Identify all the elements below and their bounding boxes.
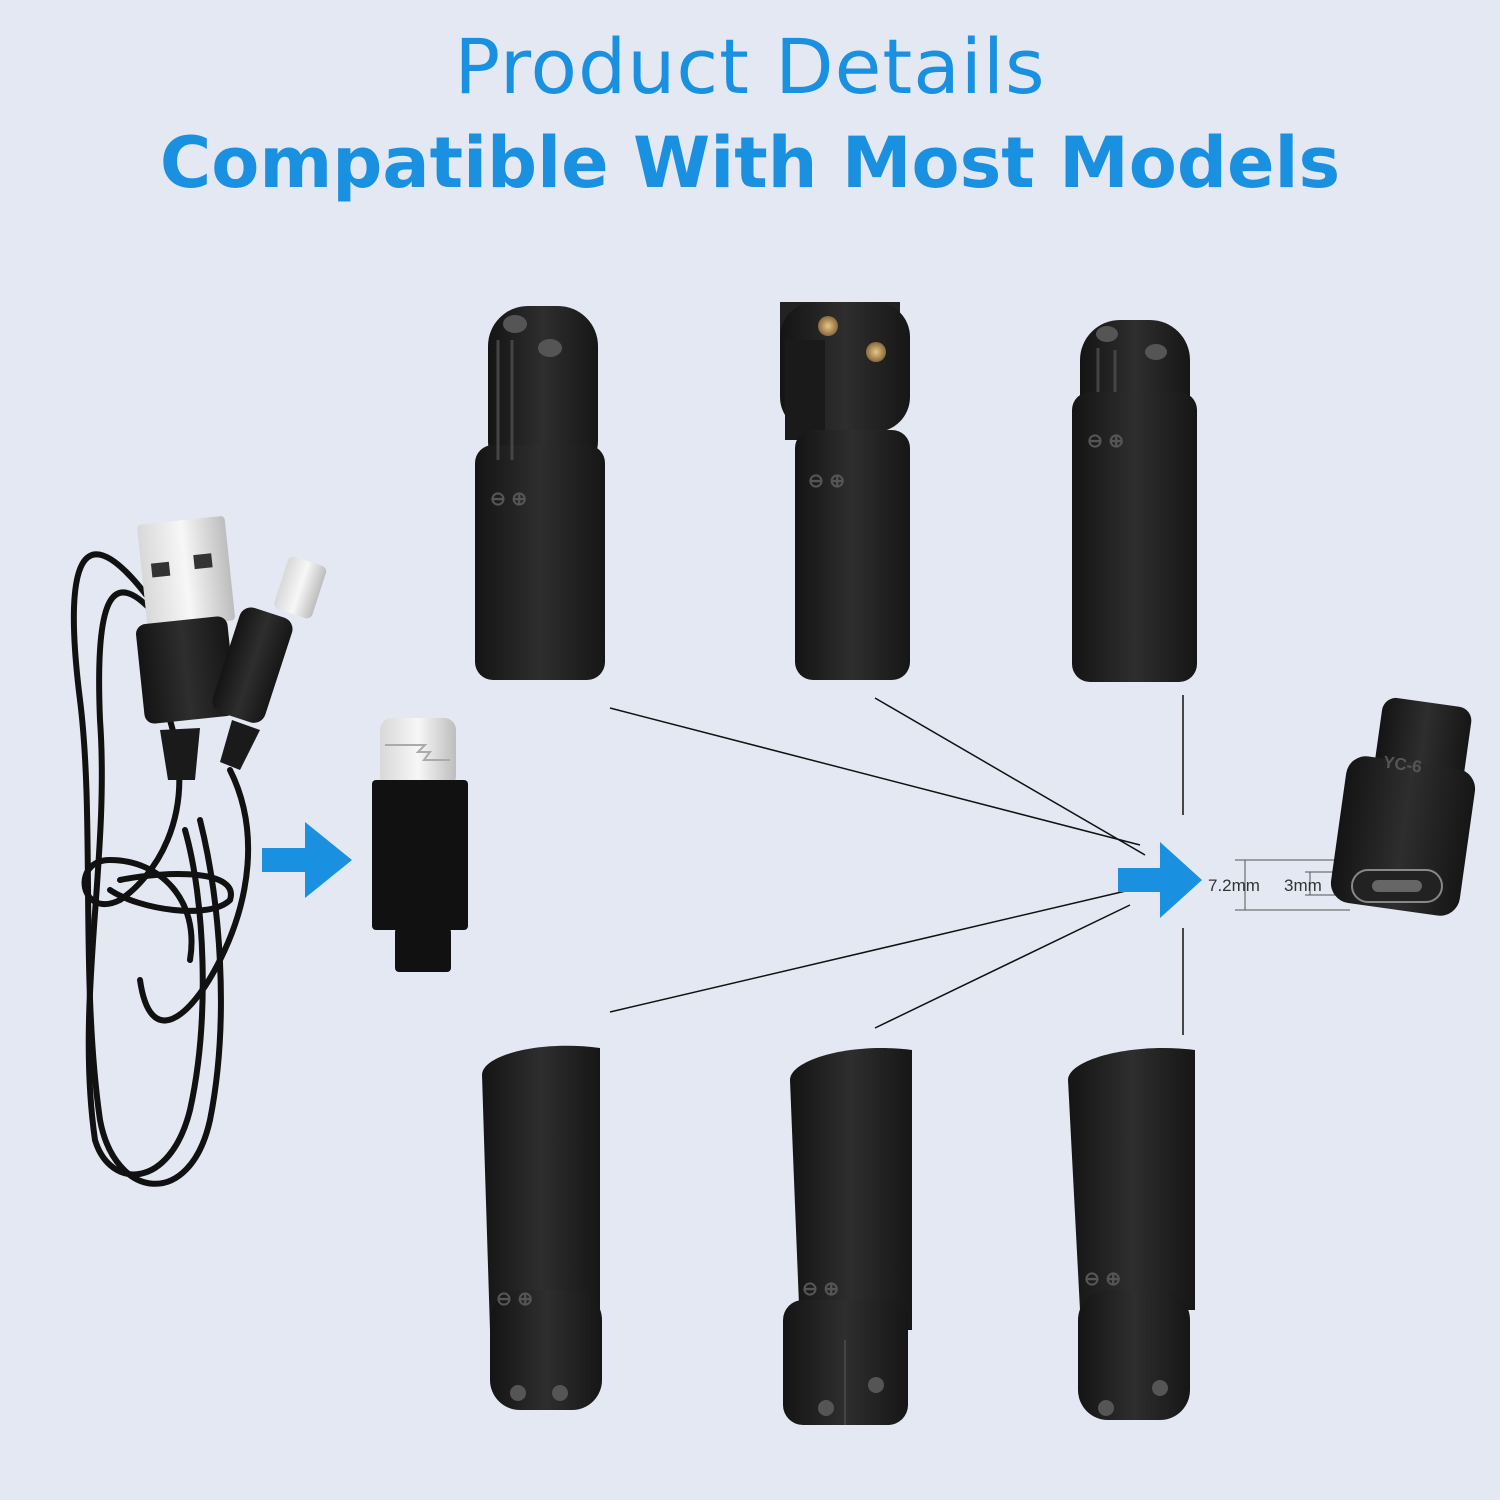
dimension-outer-label: 7.2mm xyxy=(1208,876,1260,895)
dimension-inner-label: 3mm xyxy=(1284,876,1322,895)
page-title: Product Details xyxy=(454,22,1046,111)
adapter-top-2: ⊖ ⊕ xyxy=(780,302,910,680)
page-subtitle: Compatible With Most Models xyxy=(159,122,1341,204)
adapter-top-1: ⊖ ⊕ xyxy=(475,306,605,680)
arrow-right-icon xyxy=(262,822,352,898)
adapter-top-3: ⊖ ⊕ xyxy=(1072,320,1197,682)
arrow-right-icon xyxy=(1118,842,1202,918)
adapter-bottom-3: ⊖ ⊕ xyxy=(1068,1048,1195,1420)
svg-text:⊖ ⊕: ⊖ ⊕ xyxy=(802,1279,839,1300)
svg-text:⊖ ⊕: ⊖ ⊕ xyxy=(1084,1269,1121,1290)
adapter-bottom-2: ⊖ ⊕ xyxy=(783,1048,912,1425)
svg-text:⊖ ⊕: ⊖ ⊕ xyxy=(1087,431,1124,452)
usb-cable-icon xyxy=(70,516,327,1187)
svg-text:⊖ ⊕: ⊖ ⊕ xyxy=(496,1289,533,1310)
adapter-icon xyxy=(1330,697,1476,916)
connection-lines xyxy=(609,695,1184,1035)
usb-c-plug-icon xyxy=(372,718,468,972)
svg-text:⊖ ⊕: ⊖ ⊕ xyxy=(808,471,845,492)
adapter-bottom-1: ⊖ ⊕ xyxy=(482,1045,602,1410)
svg-text:⊖ ⊕: ⊖ ⊕ xyxy=(490,489,527,510)
